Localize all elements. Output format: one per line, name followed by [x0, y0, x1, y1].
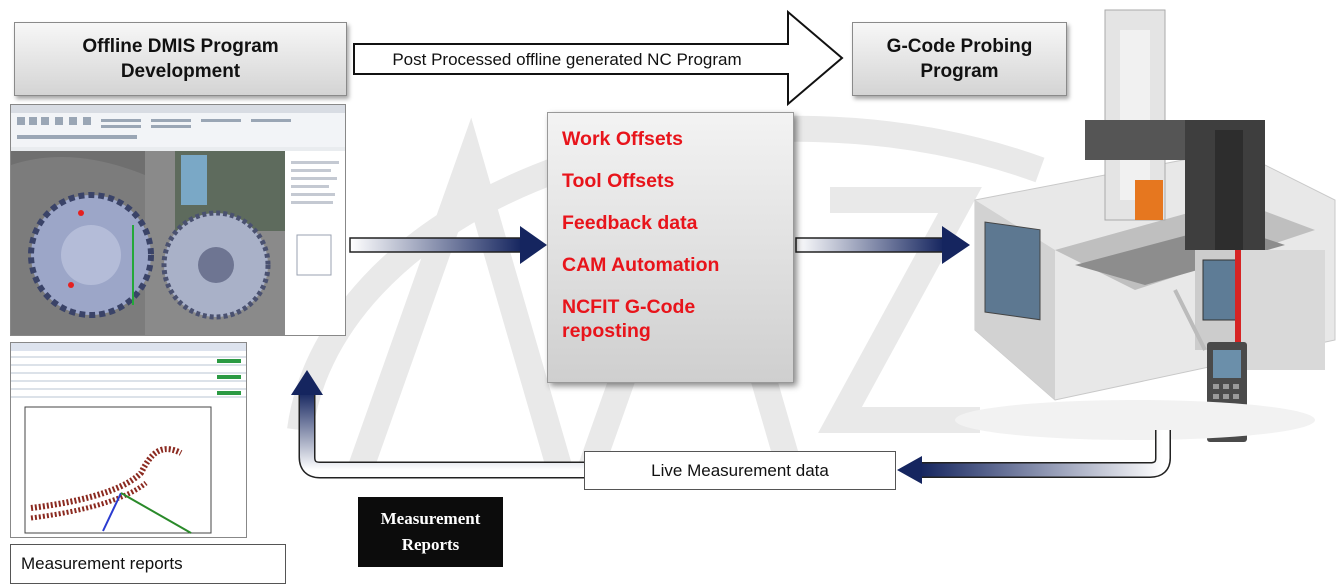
list-item-ncfit-line1: NCFIT G-Code: [562, 296, 696, 318]
offline-dmis-box: Offline DMIS Program Development: [14, 22, 347, 96]
measurement-reports-caption: Measurement reports: [10, 544, 286, 584]
list-item-work-offsets: Work Offsets: [562, 128, 683, 150]
gcode-probing-title-line1: G-Code Probing: [886, 36, 1033, 57]
gcode-probing-title-line2: Program: [920, 61, 999, 82]
cnc-machine-image: [955, 9, 1336, 442]
cad-software-screenshot: [10, 104, 346, 336]
offline-dmis-title-line2: Development: [120, 61, 241, 82]
nc-program-arrow-label: Post Processed offline generated NC Prog…: [392, 50, 742, 69]
arrow-live-data-to-cad: [291, 370, 584, 479]
arrow-cad-to-process: [349, 226, 547, 264]
measurement-reports-black-box: Measurement Reports: [358, 497, 503, 567]
live-measurement-box: Live Measurement data: [584, 451, 896, 490]
list-item-cam-automation: CAM Automation: [562, 254, 720, 276]
cad-screenshot-image: [11, 105, 345, 335]
arrow-process-to-machine: [795, 226, 970, 264]
offline-dmis-title-line1: Offline DMIS Program: [82, 36, 279, 57]
nc-program-arrow: [353, 9, 844, 107]
list-item-feedback-data: Feedback data: [562, 212, 698, 234]
black-box-line2: Reports: [401, 535, 460, 554]
process-list-box: Work Offsets Tool Offsets Feedback data …: [547, 112, 794, 383]
gcode-probing-box: G-Code Probing Program: [852, 22, 1067, 96]
arrow-machine-to-live-data: [897, 430, 1171, 484]
report-screenshot-image: [11, 343, 246, 534]
black-box-line1: Measurement: [380, 509, 481, 528]
report-screenshot: [10, 342, 247, 538]
list-item-ncfit-line2: reposting: [562, 320, 651, 342]
list-item-tool-offsets: Tool Offsets: [562, 170, 675, 192]
